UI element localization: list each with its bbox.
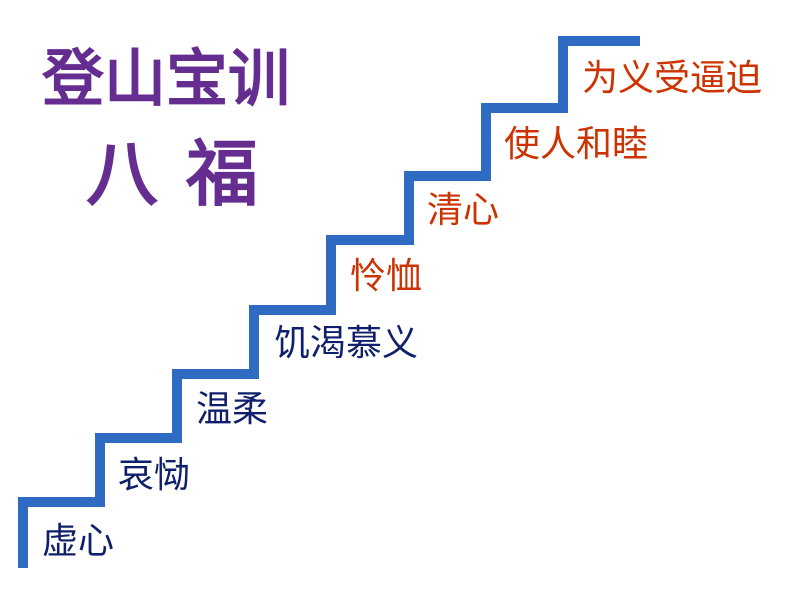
step-6-label: 清心: [427, 190, 500, 231]
step-3-label: 温柔: [196, 389, 269, 430]
step-1-label: 虚心: [42, 521, 115, 562]
step-4-label: 饥渴慕义: [274, 323, 419, 364]
step-2-label: 哀恸: [118, 455, 191, 496]
step-5-label: 怜恤: [350, 256, 423, 297]
step-8-label: 为义受逼迫: [582, 58, 763, 99]
staircase-line: [18, 36, 640, 568]
title-eight-beatitudes: 八福: [86, 132, 287, 216]
title-sermon-on-the-mount: 登山宝训: [42, 42, 291, 115]
step-7-label: 使人和睦: [504, 124, 649, 165]
